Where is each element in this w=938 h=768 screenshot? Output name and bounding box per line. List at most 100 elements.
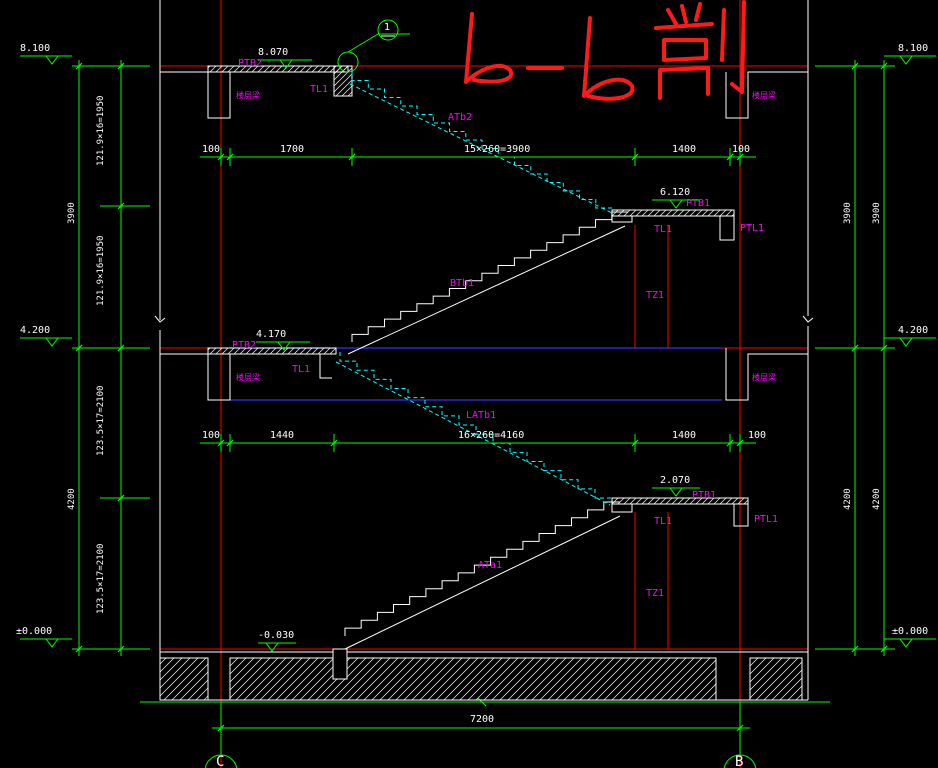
label-ptb1-upper: PTB1 [686,198,710,209]
vertical-dimension-texts: 121.9×16=1950 121.9×16=1950 3900 123.5×1… [67,96,882,614]
dim-right-upper-a: 3900 [843,202,853,224]
label-ptb2-top: PTB2 [238,58,262,69]
label-beam-tl-top: 楼层梁 [236,90,260,100]
flight-latb1-hidden [335,352,612,506]
elev-floor-landing: -0.030 [258,630,294,641]
label-beam-tr-top: 楼层梁 [752,90,776,100]
dim-right-upper-b: 3900 [872,202,882,224]
label-latb1: LATb1 [466,410,496,421]
dim-bottom-total: 7200 [470,714,494,725]
dimension-tick [726,153,734,161]
dimension-tick [217,153,225,161]
flight-ata1 [333,501,621,650]
dim-right-lower-b: 4200 [872,488,882,510]
handwritten-title [464,0,746,101]
dim-left-riser-b: 121.9×16=1950 [96,236,106,306]
section-mark [337,19,399,73]
elev-top-landing: 8.070 [258,47,288,58]
label-beam-tr-mid: 楼层梁 [752,372,776,382]
dimension-tick [348,153,356,161]
dim-left-lower-riser-a: 123.5×17=2100 [96,386,106,456]
dimension-tick [726,439,734,447]
elev-top-right: 8.100 [898,43,928,54]
dimension-tick [736,153,744,161]
section-mark-number: 1 [384,22,390,33]
label-tl1-mid: TL1 [292,364,310,375]
elevation-markers [45,55,913,652]
dim-left-lower-riser-b: 123.5×17=2100 [96,544,106,614]
dimension-ticks [75,62,888,732]
dimension-tick [117,344,125,352]
dimension-tick [117,202,125,210]
dimension-tick [631,153,639,161]
dimension-tick [226,439,234,447]
dim-right-lower-a: 4200 [843,488,853,510]
dim-top-100-right: 100 [732,144,750,155]
label-ptl1-upper: PTL1 [740,223,764,234]
horizontal-dimension-texts: 100 1700 15×260=3900 1400 100 100 1440 1… [202,144,766,725]
label-tl1-top: TL1 [310,84,328,95]
mark-texts: 1 C B [216,22,743,768]
dimension-tick [75,645,83,653]
elev-base-left: ±0.000 [16,626,52,637]
axis-bubbles [204,702,757,768]
dimension-tick [330,439,338,447]
elev-base-right: ±0.000 [892,626,928,637]
label-ptl1-lower: PTL1 [754,514,778,525]
dimension-tick [851,62,859,70]
dimension-tick [851,645,859,653]
dimension-tick [880,344,888,352]
upper-half-landing [611,209,735,241]
flight-atb2-hidden [349,72,613,214]
label-btb1: BTb1 [450,278,474,289]
dimension-tick [75,62,83,70]
elev-lower-half: 2.070 [660,475,690,486]
label-tz1-lower: TZ1 [646,588,664,599]
dimension-tick [851,344,859,352]
elev-top-left: 8.100 [20,43,50,54]
dimension-tick [75,344,83,352]
top-floor-slab [160,65,808,119]
elev-mid-landing: 4.170 [256,329,286,340]
dim-mid-1440: 1440 [270,430,294,441]
dimension-tick [736,439,744,447]
dim-mid-100-left: 100 [202,430,220,441]
elev-mid-right: 4.200 [898,325,928,336]
red-grid-lines [160,0,808,768]
dim-mid-100-right: 100 [748,430,766,441]
dim-left-lower-total: 4200 [67,488,77,510]
dimension-tick [117,494,125,502]
label-tl1-lower-right: TL1 [654,516,672,527]
label-ptb2-mid: PTB2 [232,340,256,351]
dim-top-1700: 1700 [280,144,304,155]
dimension-lines [20,33,936,736]
dim-left-riser-a: 121.9×16=1950 [96,96,106,166]
label-ata1: ATa1 [478,560,502,571]
axis-left-letter: C [216,754,224,768]
mid-floor-slab [160,347,808,401]
dimension-tick [880,62,888,70]
elevation-texts: 8.100 8.100 4.200 4.200 ±0.000 ±0.000 8.… [16,43,928,641]
dim-mid-1400: 1400 [672,430,696,441]
elev-upper-half: 6.120 [660,187,690,198]
dim-mid-flight: 16×260=4160 [458,430,524,441]
ground-hatch [159,648,808,701]
dim-top-1400: 1400 [672,144,696,155]
label-ptb1-lower: PTB1 [692,490,716,501]
dimension-tick [117,62,125,70]
dim-left-upper-total: 3900 [67,202,77,224]
dim-top-flight: 15×260=3900 [464,144,530,155]
member-labels: PTB2 PTB2 TL1 TL1 TL1 TL1 ATb2 BTb1 LATb… [232,58,778,599]
elev-mid-left: 4.200 [20,325,50,336]
label-beam-tl-mid: 楼层梁 [236,372,260,382]
lower-half-landing [611,497,749,527]
dimension-tick [631,439,639,447]
label-tz1-upper: TZ1 [646,290,664,301]
dimension-tick [226,153,234,161]
dimension-tick [217,439,225,447]
dim-top-100-left: 100 [202,144,220,155]
dimension-tick [117,645,125,653]
flight-btb1 [347,211,628,355]
